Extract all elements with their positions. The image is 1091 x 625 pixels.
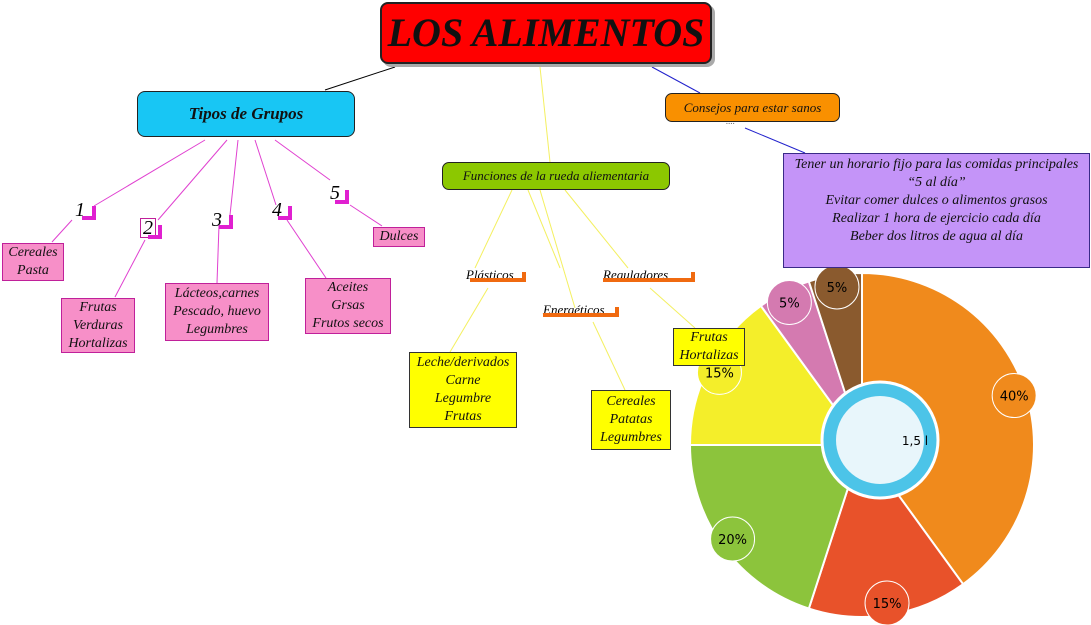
text-line: Lácteos,carnes <box>174 286 260 301</box>
group-num-1: 1 <box>75 199 85 221</box>
text-line: Realizar 1 hora de ejercicio cada día <box>832 211 1041 226</box>
line-title-funciones <box>539 66 551 163</box>
text-line: Legumbre <box>434 391 492 406</box>
group-num-4: 4 <box>272 199 282 221</box>
text-line: Pescado, huevo <box>173 304 261 319</box>
consejos-node[interactable]: Consejos para estar sanos <box>665 93 840 122</box>
corner-marker <box>603 272 695 282</box>
percent-label: 5% <box>779 296 800 311</box>
corner-marker <box>148 225 162 239</box>
line-title-consejos <box>651 66 701 94</box>
percent-label: 40% <box>1000 390 1029 405</box>
text-line: Frutas <box>79 299 117 315</box>
text-line: Patatas <box>609 412 653 427</box>
tipos-node[interactable]: Tipos de Grupos <box>137 91 355 137</box>
text-line: Grsas <box>331 298 365 313</box>
water-label: 1,5 l <box>902 434 928 448</box>
text-line: Cereales <box>606 394 656 409</box>
text-line: Dulces <box>379 229 419 244</box>
text-line: Leche/derivados <box>416 355 510 370</box>
consejos-tips-box[interactable]: Tener un horario fijo para las comidas p… <box>783 153 1090 268</box>
text-line: Hortalizas <box>679 348 739 363</box>
percent-label: 5% <box>827 281 848 296</box>
tipos-label: Tipos de Grupos <box>188 104 304 123</box>
percent-label: 15% <box>873 597 902 612</box>
text-line: Carne <box>445 373 481 388</box>
text-line: Evitar comer dulces o alimentos grasos <box>825 193 1048 208</box>
text-line: Legumbres <box>600 430 662 445</box>
text-line: Consejos para estar sanos <box>683 99 822 115</box>
corner-marker <box>470 272 526 282</box>
group-num-5: 5 <box>330 182 340 204</box>
text-line: Cereales <box>8 245 58 260</box>
percent-badge <box>864 580 910 625</box>
food-wheel: 40% 15% 20% 15% 5% 5% 1,5 l <box>688 264 1037 625</box>
funciones-node[interactable]: Funciones de la rueda aliementaria <box>442 162 670 190</box>
collapsed-dots: .... <box>726 116 735 126</box>
percent-badge <box>766 279 812 325</box>
percent-badge <box>710 516 756 562</box>
text-line: Legumbres <box>186 322 248 337</box>
percent-label: 15% <box>705 366 734 381</box>
text-line: Tener un horario fijo para las comidas p… <box>794 157 1079 172</box>
title-text: LOS ALIMENTOS <box>387 10 705 55</box>
text-line: Funciones de la rueda aliementaria <box>462 168 650 183</box>
group-num-3: 3 <box>212 209 222 231</box>
line-title-tipos <box>324 66 396 91</box>
corner-marker <box>543 307 619 317</box>
text-line: Frutas <box>690 330 728 345</box>
corner-marker <box>82 206 96 220</box>
group-box-5[interactable]: Dulces <box>373 227 425 247</box>
text-line: Frutos secos <box>312 316 384 331</box>
text-line: Hortalizas <box>68 335 128 351</box>
corner-marker <box>335 190 349 204</box>
text-line: “5 al día” <box>907 175 966 190</box>
text-line: Pasta <box>17 263 49 278</box>
line-consejos-tips <box>744 127 806 154</box>
percent-label: 20% <box>718 533 747 548</box>
corner-marker <box>219 215 233 229</box>
title-node[interactable]: LOS ALIMENTOS <box>380 2 712 64</box>
text-line: Beber dos litros de agua al día <box>850 229 1023 244</box>
text-line: Aceites <box>327 280 369 295</box>
corner-marker <box>278 206 292 220</box>
percent-badge <box>991 373 1037 419</box>
text-line: Frutas <box>444 409 482 424</box>
text-line: Verduras <box>72 317 124 333</box>
water-center-inner <box>836 396 924 484</box>
